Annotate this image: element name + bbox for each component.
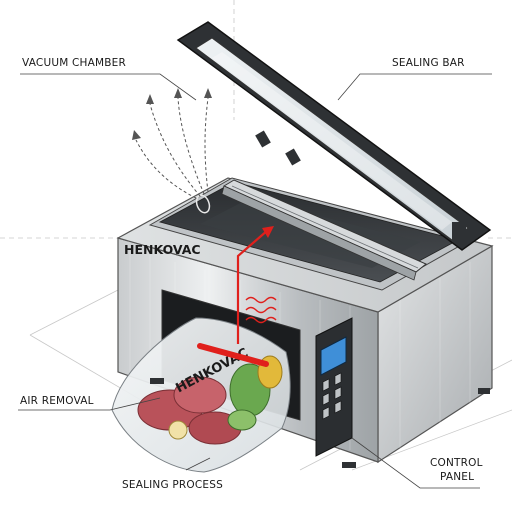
label-control-panel-line2: PANEL — [440, 471, 474, 483]
control-panel — [315, 317, 353, 457]
display-screen — [320, 336, 347, 376]
label-vacuum-chamber: VACUUM CHAMBER — [22, 57, 126, 69]
power-icon[interactable] — [322, 406, 330, 420]
leader-vacuum-chamber — [20, 73, 197, 101]
air-flow-arrowheads — [132, 88, 212, 140]
stop-icon[interactable] — [334, 386, 342, 400]
air-flow-arrows-icon — [135, 97, 209, 199]
leader-sealing-process — [185, 457, 211, 471]
seal-icon[interactable] — [334, 400, 342, 414]
vacuum-bag: HENKOVAC — [111, 317, 291, 473]
play-icon[interactable] — [322, 392, 330, 406]
label-sealing-process: SEALING PROCESS — [122, 479, 223, 491]
label-air-removal: AIR REMOVAL — [20, 395, 94, 407]
leader-control-panel — [351, 437, 480, 489]
label-control-panel-line1: CONTROL — [430, 457, 483, 469]
leader-sealing-bar — [337, 73, 492, 101]
lid — [176, 21, 492, 251]
sealing-arrowhead — [262, 226, 274, 238]
machine-feet — [150, 378, 490, 468]
down-arrow-icon[interactable] — [334, 372, 342, 386]
up-arrow-icon[interactable] — [322, 378, 330, 392]
label-sealing-bar: SEALING BAR — [392, 57, 465, 69]
heat-wave-icon — [245, 296, 277, 324]
sealing-bar — [221, 179, 427, 281]
machine-logo: HENKOVAC — [124, 242, 201, 257]
leader-air-removal — [18, 397, 161, 411]
sealing-process-arrow — [236, 229, 269, 344]
